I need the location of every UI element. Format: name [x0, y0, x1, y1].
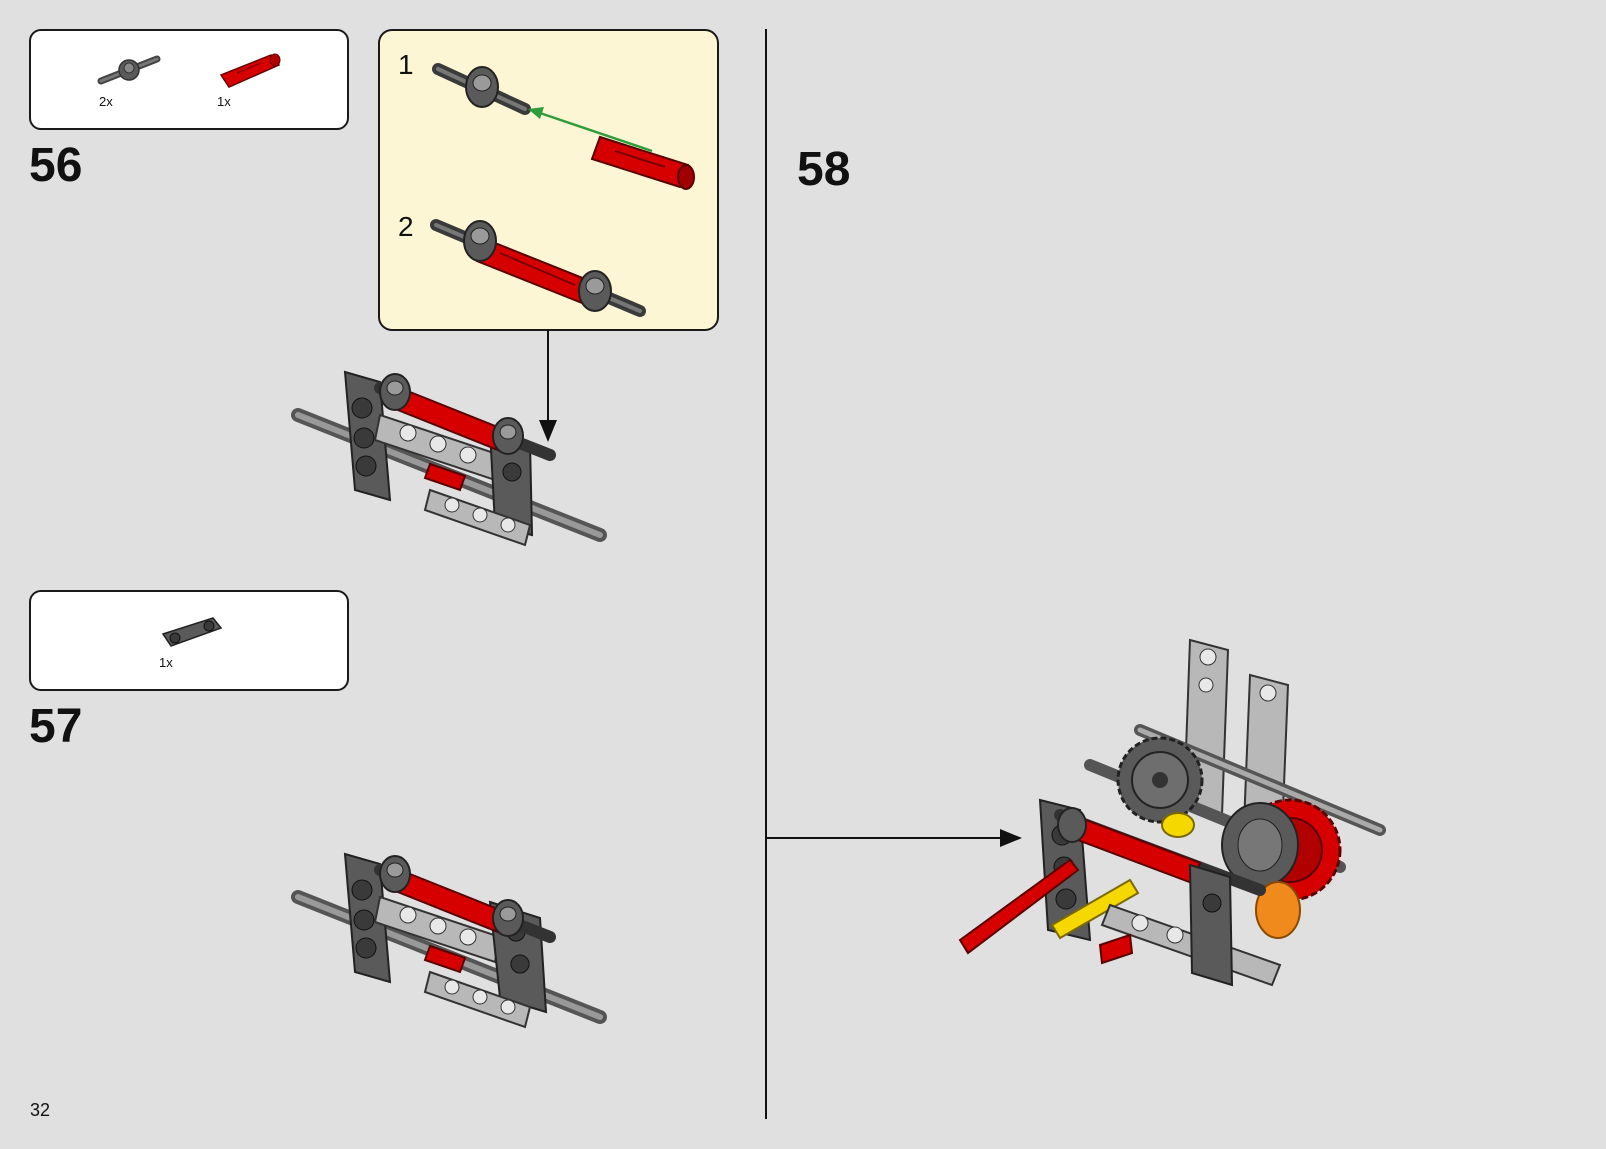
axle-connector-gray-icon	[97, 55, 161, 85]
placement-arrow	[539, 330, 557, 442]
part-quantity: 1x	[159, 655, 173, 670]
part-quantity: 2x	[99, 94, 113, 109]
substep-1-illustration	[432, 63, 695, 190]
axle-extender-red-icon	[219, 53, 281, 88]
page-number: 32	[30, 1100, 51, 1120]
placement-arrow	[766, 829, 1022, 847]
step-57-parts-list: 1x	[29, 590, 349, 691]
step-number: 56	[29, 139, 83, 192]
step-57-model-illustration	[291, 852, 607, 1029]
beam-2-gray-icon	[161, 617, 223, 647]
step-56-model-illustration	[291, 370, 607, 547]
column-divider	[765, 29, 767, 1119]
step-58-model-illustration	[958, 638, 1386, 987]
substep-number: 2	[398, 211, 414, 242]
substep-2-illustration	[430, 219, 646, 317]
part-quantity: 1x	[217, 94, 231, 109]
sub-assembly-callout: 1 2	[378, 29, 719, 331]
step-number: 57	[29, 700, 83, 753]
substep-number: 1	[398, 49, 414, 80]
step-56-parts-list: 2x 1x	[29, 29, 349, 130]
step-number: 58	[797, 143, 851, 196]
